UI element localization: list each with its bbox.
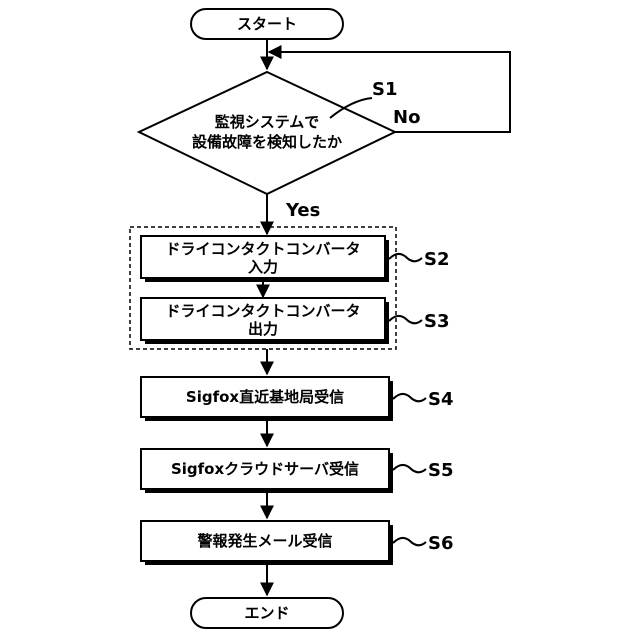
yes-label: Yes bbox=[285, 200, 320, 221]
step-tag-s4: S4 bbox=[428, 389, 454, 410]
step-s6-box: 警報発生メール受信 bbox=[141, 521, 393, 565]
step-s6-label: 警報発生メール受信 bbox=[196, 532, 332, 550]
step-s3-box: ドライコンタクトコンバータ 出力 bbox=[141, 298, 389, 344]
step-s4-box: Sigfox直近基地局受信 bbox=[141, 377, 393, 421]
end-label: エンド bbox=[244, 604, 289, 622]
step-tag-s1: S1 bbox=[372, 79, 398, 100]
decision-diamond: 監視システムで 設備故障を検知したか bbox=[139, 72, 395, 194]
step-s3-line2: 出力 bbox=[248, 320, 278, 338]
s5-leader-line bbox=[393, 465, 426, 472]
step-s3-line1: ドライコンタクトコンバータ bbox=[165, 302, 360, 320]
step-tag-s6: S6 bbox=[428, 533, 454, 554]
step-s2-box: ドライコンタクトコンバータ 入力 bbox=[141, 236, 389, 282]
step-s4-label: Sigfox直近基地局受信 bbox=[186, 388, 344, 406]
s2-leader-line bbox=[389, 254, 422, 261]
step-s5-box: Sigfoxクラウドサーバ受信 bbox=[141, 449, 393, 493]
decision-line1: 監視システムで bbox=[215, 113, 320, 131]
s6-leader-line bbox=[393, 538, 426, 545]
step-s2-line1: ドライコンタクトコンバータ bbox=[165, 240, 360, 258]
step-tag-s3: S3 bbox=[424, 311, 450, 332]
step-s2-line2: 入力 bbox=[248, 258, 278, 276]
end-terminal: エンド bbox=[191, 598, 343, 628]
start-label: スタート bbox=[237, 15, 297, 33]
step-s5-label: Sigfoxクラウドサーバ受信 bbox=[171, 460, 359, 478]
decision-line2: 設備故障を検知したか bbox=[192, 133, 342, 151]
start-terminal: スタート bbox=[191, 9, 343, 39]
no-label: No bbox=[393, 107, 420, 128]
s3-leader-line bbox=[389, 316, 422, 323]
s4-leader-line bbox=[393, 394, 426, 401]
step-tag-s5: S5 bbox=[428, 460, 454, 481]
step-tag-s2: S2 bbox=[424, 249, 450, 270]
